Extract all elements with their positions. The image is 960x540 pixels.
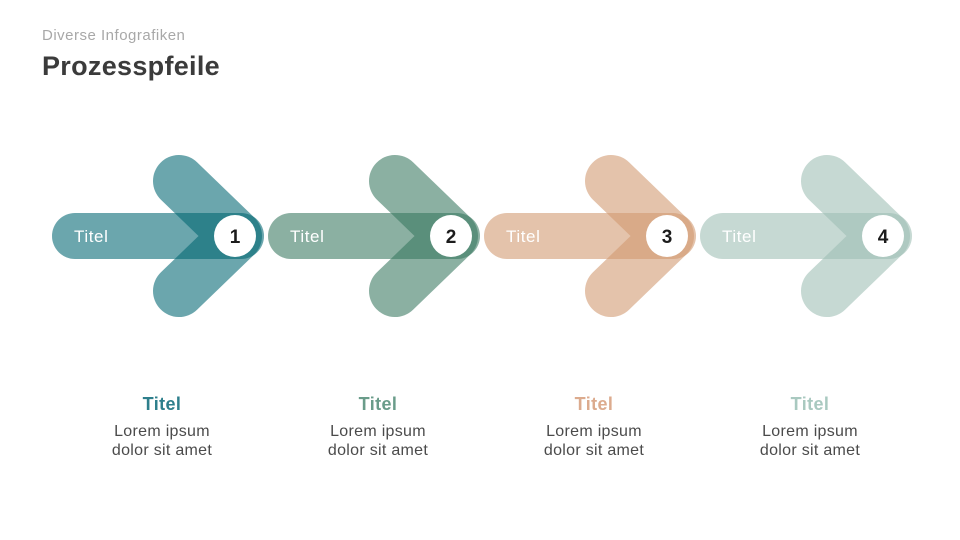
slide-subtitle: Diverse Infografiken: [42, 27, 186, 44]
arrow-pill-label: Titel: [74, 227, 109, 246]
step-number-circle: [214, 215, 256, 257]
process-arrow-1: Titel 1: [52, 155, 264, 317]
step-number-circle: [430, 215, 472, 257]
step-title: Titel: [142, 394, 182, 414]
arrow-pill: [484, 213, 696, 259]
arrow-pill-label: Titel: [722, 227, 757, 246]
step-caption-4: Titel Lorem ipsum dolor sit amet: [704, 394, 916, 460]
process-arrow-4: Titel 4: [700, 155, 912, 317]
step-description: Lorem ipsum dolor sit amet: [111, 423, 213, 459]
step-description: Lorem ipsum dolor sit amet: [759, 423, 861, 459]
step-caption-2: Titel Lorem ipsum dolor sit amet: [272, 394, 484, 460]
step-caption-3: Titel Lorem ipsum dolor sit amet: [488, 394, 700, 460]
arrow-pill-label: Titel: [290, 227, 325, 246]
slide-header: Diverse Infografiken Prozesspfeile: [42, 26, 220, 81]
process-arrow-3: Titel 3: [484, 155, 696, 317]
step-number: 1: [230, 227, 241, 248]
page-title: Prozesspfeile: [42, 51, 220, 81]
arrow-pill: [700, 213, 912, 259]
step-description: Lorem ipsum dolor sit amet: [543, 423, 645, 459]
step-number: 2: [446, 227, 457, 248]
step-description: Lorem ipsum dolor sit amet: [327, 423, 429, 459]
step-number-circle: [646, 215, 688, 257]
step-caption-1: Titel Lorem ipsum dolor sit amet: [56, 394, 268, 460]
step-number-circle: [862, 215, 904, 257]
step-title: Titel: [790, 394, 830, 414]
step-title: Titel: [358, 394, 398, 414]
arrow-pill: [268, 213, 480, 259]
process-arrow-2: Titel 2: [268, 155, 480, 317]
step-number: 3: [662, 227, 673, 248]
arrow-pill-label: Titel: [506, 227, 541, 246]
step-title: Titel: [574, 394, 614, 414]
arrow-pill: [52, 213, 264, 259]
step-number: 4: [878, 227, 889, 248]
